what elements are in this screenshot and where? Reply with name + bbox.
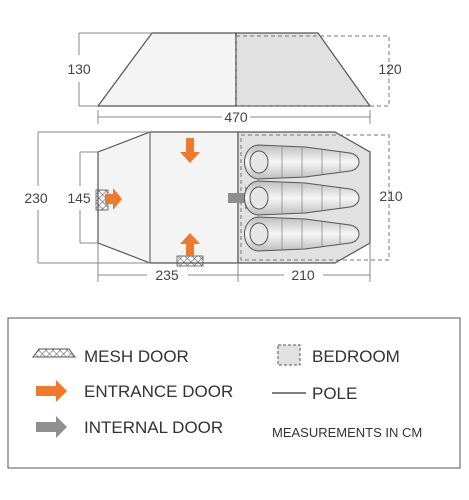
height-living-label: 130 [67, 61, 91, 77]
entrance-door-arrow-icon [180, 233, 200, 256]
legend-measurements-label: MEASUREMENTS IN CM [272, 425, 422, 440]
living-length-label: 235 [155, 267, 179, 283]
legend-pole-label: POLE [312, 384, 357, 403]
bedroom-length-label: 210 [291, 267, 315, 283]
mesh-door-icon [32, 348, 76, 358]
legend-bedroom-label: BEDROOM [312, 347, 400, 366]
living-area-elevation [96, 32, 237, 107]
mesh-door-bottom [176, 255, 204, 267]
height-bedroom-label: 120 [378, 61, 402, 77]
legend-entrance-door-label: ENTRANCE DOOR [84, 382, 233, 401]
entrance-door-arrow-icon [105, 188, 122, 210]
legend-internal-door-label: INTERNAL DOOR [84, 418, 223, 437]
height-dimension-living [78, 32, 152, 107]
legend: MESH DOOR ENTRANCE DOOR INTERNAL DOOR BE… [7, 317, 461, 469]
sleeping-bag-icon [244, 180, 360, 216]
legend-box [7, 317, 461, 469]
legend-mesh-door-label: MESH DOOR [84, 347, 189, 366]
living-length-dimension [97, 243, 239, 282]
total-width-label: 230 [24, 190, 48, 206]
side-elevation: 130 120 [67, 32, 402, 107]
internal-door-arrow-icon [36, 416, 67, 438]
bedroom-swatch-icon [277, 344, 301, 366]
door-width-label: 145 [67, 190, 91, 206]
total-length-dimension [97, 110, 371, 124]
sleeping-bag-icon [244, 216, 360, 252]
door-width-dimension [79, 151, 98, 244]
bedroom-length-dimension [238, 243, 371, 282]
bedroom-width-label: 210 [379, 188, 403, 204]
bedroom-elevation [235, 32, 372, 107]
entrance-door-arrow-icon [36, 380, 67, 402]
entrance-door-arrow-icon [180, 138, 200, 163]
total-length-label: 470 [224, 109, 248, 125]
total-width-dimension [37, 131, 150, 264]
floor-plan [95, 131, 390, 267]
sleeping-bag-icon [244, 144, 360, 180]
